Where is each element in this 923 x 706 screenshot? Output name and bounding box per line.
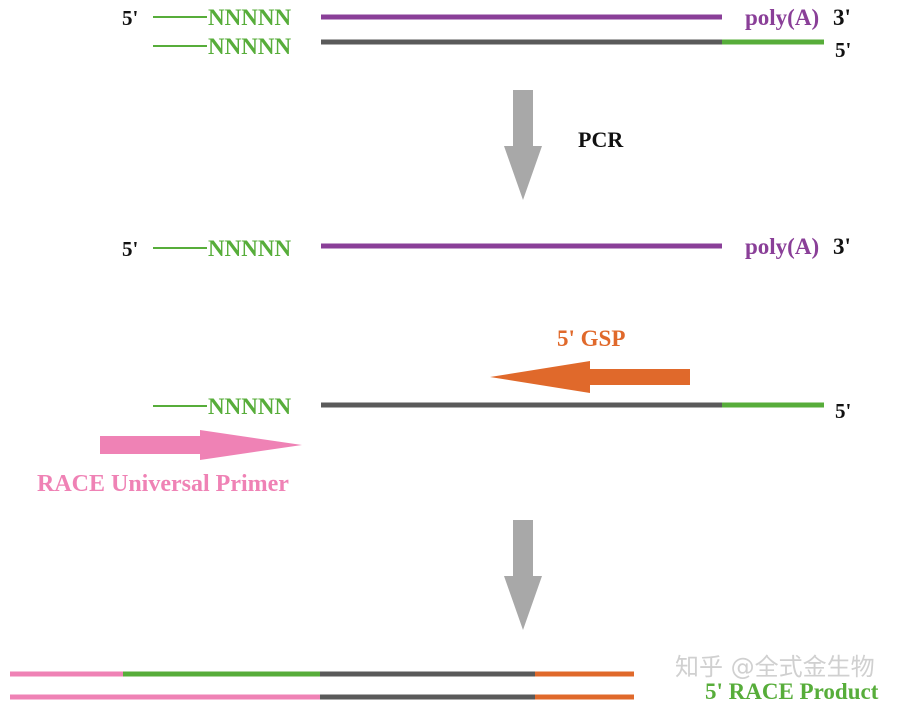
gsp-label: 5' GSP: [557, 326, 625, 351]
mrna-adapter-seq: NNNNN: [208, 236, 291, 261]
bottom-strand-5prime-label: 5': [835, 38, 851, 62]
top-strand-adapter-seq: NNNNN: [208, 5, 291, 30]
top-strand-3prime-label: 3': [833, 5, 851, 30]
cdna-adapter-seq: NNNNN: [208, 394, 291, 419]
universal-primer-arrow: [100, 430, 302, 460]
top-strand-5prime-label: 5': [122, 6, 138, 30]
cdna-5prime-label: 5': [835, 399, 851, 423]
universal-primer-label: RACE Universal Primer: [37, 471, 289, 497]
top-duplex: 5' NNNNN poly(A) 3' NNNNN 5': [122, 5, 851, 62]
watermark: 知乎 @全式金生物: [675, 653, 875, 681]
mrna-5prime-label: 5': [122, 237, 138, 261]
product-down-arrow: [504, 520, 542, 630]
mrna-3prime-label: 3': [833, 234, 851, 259]
pcr-label: PCR: [578, 127, 624, 152]
pcr-down-arrow: [504, 90, 542, 200]
gsp-primer-arrow: [490, 361, 690, 393]
product-duplex: [10, 671, 634, 700]
mrna-strand: 5' NNNNN poly(A) 3': [122, 234, 851, 261]
mrna-polya-label: poly(A): [745, 234, 819, 259]
cdna-strand: NNNNN 5': [153, 394, 851, 423]
bottom-strand-adapter-seq: NNNNN: [208, 34, 291, 59]
product-label: 5' RACE Product: [705, 679, 879, 704]
top-strand-polya-label: poly(A): [745, 5, 819, 30]
